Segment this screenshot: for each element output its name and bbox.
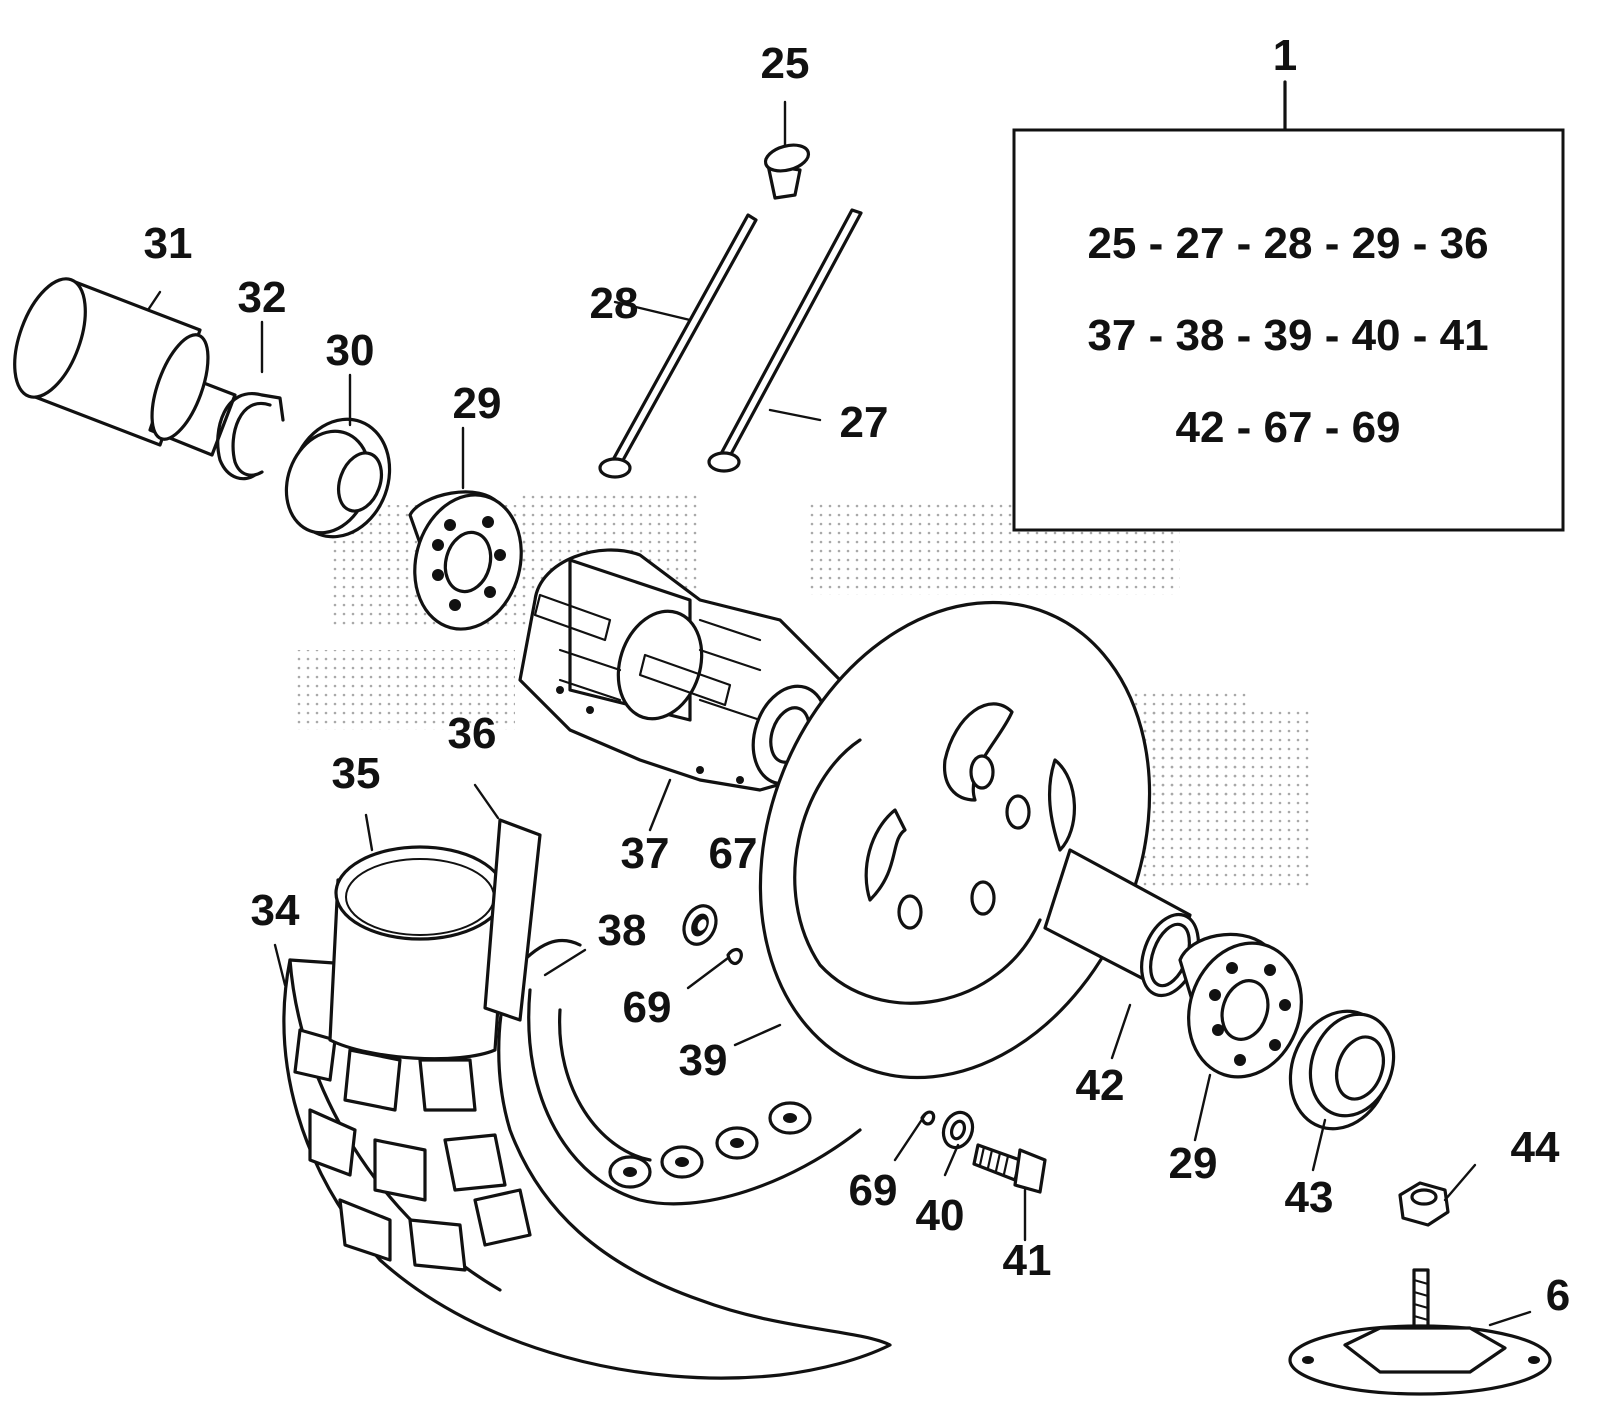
leader-lines [146,290,1532,1327]
label-part-31: 31 [144,219,193,268]
label-part-44: 44 [1511,1123,1560,1172]
brake-disc-part-39 [758,600,1152,1080]
circlip-part-32 [216,391,285,481]
label-part-67: 67 [709,829,758,878]
rim-band-part-36 [483,818,542,1022]
rim-lock-part-6 [1288,1268,1552,1396]
label-part-32: 32 [238,273,287,322]
seal-part-43 [1288,1009,1396,1131]
kit-line-1: 25 - 27 - 28 - 29 - 36 [1087,219,1488,268]
clip-part-69-upper [726,947,743,966]
label-part-43: 43 [1285,1173,1334,1222]
kit-box: 25 - 27 - 28 - 29 - 36 37 - 38 - 39 - 40… [1012,80,1565,532]
bearing-part-29-left [408,490,523,631]
washer-part-40 [941,1110,975,1150]
label-part-35: 35 [332,749,381,798]
label-part-37: 37 [621,829,670,878]
label-part-29-left: 29 [453,379,502,428]
tire-part-34 [282,958,892,1380]
label-part-41: 41 [1003,1236,1052,1285]
label-part-6: 6 [1546,1271,1570,1320]
label-part-25: 25 [761,39,810,88]
spoke-nipple-part-25 [763,100,811,200]
clip-part-69-lower [920,1110,936,1126]
part-labels: 1 25 31 32 30 29 28 27 36 35 37 67 34 38… [144,31,1571,1320]
bolt-part-41 [972,1143,1047,1194]
kit-line-3: 42 - 67 - 69 [1175,403,1400,452]
kit-line-2: 37 - 38 - 39 - 40 - 41 [1087,311,1488,360]
label-part-30: 30 [326,326,375,375]
seal-part-30 [284,417,392,539]
nut-part-44 [1398,1181,1450,1227]
label-part-28: 28 [590,279,639,328]
grease-cap-part-67 [682,904,718,946]
label-part-40: 40 [916,1191,965,1240]
label-part-69-upper: 69 [623,983,672,1032]
inner-tube-part-35 [328,845,507,1061]
label-part-39: 39 [679,1036,728,1085]
label-part-42: 42 [1076,1061,1125,1110]
label-part-69-lower: 69 [849,1166,898,1215]
bearing-part-29-right [1178,932,1303,1079]
label-part-36: 36 [448,709,497,758]
label-part-1: 1 [1273,31,1297,80]
spoke-part-28 [598,213,758,479]
label-part-38: 38 [598,906,647,955]
label-part-29-right: 29 [1169,1139,1218,1188]
spoke-part-27 [707,208,863,473]
label-part-34: 34 [251,886,300,935]
label-part-27: 27 [840,398,889,447]
spacer-tube-part-31 [13,277,237,457]
